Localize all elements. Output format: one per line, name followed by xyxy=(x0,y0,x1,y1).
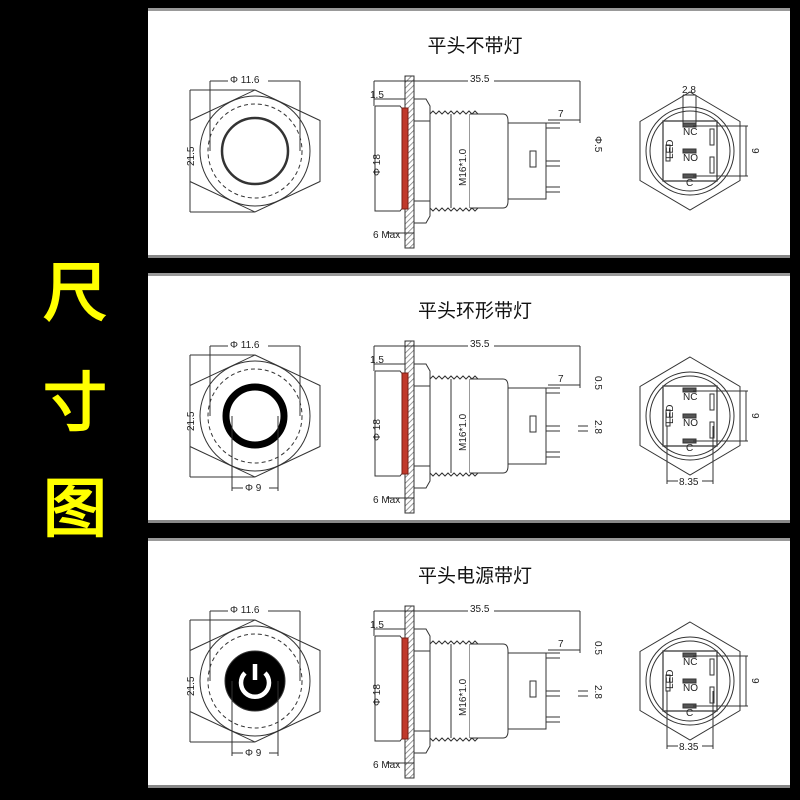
dimension-label: 35.5 xyxy=(470,74,490,85)
dimension-label: NC xyxy=(683,392,697,403)
dimension-label: NO xyxy=(683,418,698,429)
panel-title: 平头环形带灯 xyxy=(417,300,532,322)
dimension-label: 1.5 xyxy=(370,355,384,366)
dimension-label: Φ 18 xyxy=(372,419,383,441)
dimension-label: C xyxy=(686,443,693,454)
dimension-label: 7 xyxy=(558,639,564,650)
dimension-label: 2.8 xyxy=(592,420,603,434)
dimension-label: 35.5 xyxy=(470,604,490,615)
side-title-char: 寸 xyxy=(43,367,107,441)
dimension-label: 21.5 xyxy=(186,676,197,696)
dimension-label: LED xyxy=(665,405,676,424)
panel-title: 平头电源带灯 xyxy=(417,565,532,587)
panel-no-light: Φ 11.6 21.5 35.5 1.5 Φ 18 M16*1.0 6 Max … xyxy=(148,8,790,258)
side-title-char: 尺 xyxy=(43,257,107,331)
side-title-char: 图 xyxy=(43,473,107,547)
dimension-label: 6 Max xyxy=(373,230,400,241)
dimension-label: C xyxy=(686,708,693,719)
dimension-label: 9 xyxy=(749,148,760,154)
back-view xyxy=(639,621,748,749)
dimension-label: NC xyxy=(683,657,697,668)
dimension-label: 21.5 xyxy=(186,411,197,431)
dimension-label: 0.5 xyxy=(592,641,603,655)
panel-ring-light: Φ 11.6 21.5 Φ 9 35.5 1.5 Φ 18 M16*1.0 6 … xyxy=(148,273,790,523)
dimension-label: 35.5 xyxy=(470,339,490,350)
dimension-label: M16*1.0 xyxy=(458,148,469,186)
dimension-label: Φ.5 xyxy=(592,136,603,153)
dimension-label: 9 xyxy=(749,413,760,419)
panel-title: 平头不带灯 xyxy=(427,35,523,57)
dimension-label: Φ 11.6 xyxy=(230,605,260,616)
dimension-label: 6 Max xyxy=(373,760,400,771)
front-view xyxy=(189,610,321,756)
dimension-label: Φ 9 xyxy=(245,748,262,759)
dimension-label: LED xyxy=(665,670,676,689)
front-view xyxy=(189,80,321,213)
dimension-label: M16*1.0 xyxy=(458,413,469,451)
dimension-label: 0.5 xyxy=(592,376,603,390)
dimension-label: Φ 11.6 xyxy=(230,340,260,351)
side-view xyxy=(373,605,588,779)
dimension-label: 8.35 xyxy=(679,477,699,488)
panel-power-light: Φ 11.6 21.5 Φ 9 35.5 1.5 Φ 18 M16*1.0 6 … xyxy=(148,538,790,788)
dimension-label: Φ 18 xyxy=(372,684,383,706)
dimension-label: C xyxy=(686,178,693,189)
dimension-label: Φ 11.6 xyxy=(230,75,260,86)
dimension-label: 9 xyxy=(749,678,760,684)
dimension-label: 21.5 xyxy=(186,146,197,166)
side-view xyxy=(373,340,588,514)
dimension-label: M16*1.0 xyxy=(458,678,469,716)
dimension-label: 8.35 xyxy=(679,742,699,753)
dimension-label: NC xyxy=(683,127,697,138)
dimension-label: 2.8 xyxy=(682,85,696,96)
dimension-label: Φ 18 xyxy=(372,154,383,176)
dimension-label: 1.5 xyxy=(370,90,384,101)
back-view xyxy=(639,91,748,211)
back-view xyxy=(639,356,748,484)
dimension-label: 6 Max xyxy=(373,495,400,506)
side-view xyxy=(373,75,581,249)
dimension-label: LED xyxy=(665,140,676,159)
dimension-label: Φ 9 xyxy=(245,483,262,494)
dimension-label: NO xyxy=(683,683,698,694)
dimension-label: 2.8 xyxy=(592,685,603,699)
dimension-label: 7 xyxy=(558,109,564,120)
dimension-label: 1.5 xyxy=(370,620,384,631)
dimension-label: 7 xyxy=(558,374,564,385)
front-view xyxy=(189,345,321,491)
dimension-label: NO xyxy=(683,153,698,164)
